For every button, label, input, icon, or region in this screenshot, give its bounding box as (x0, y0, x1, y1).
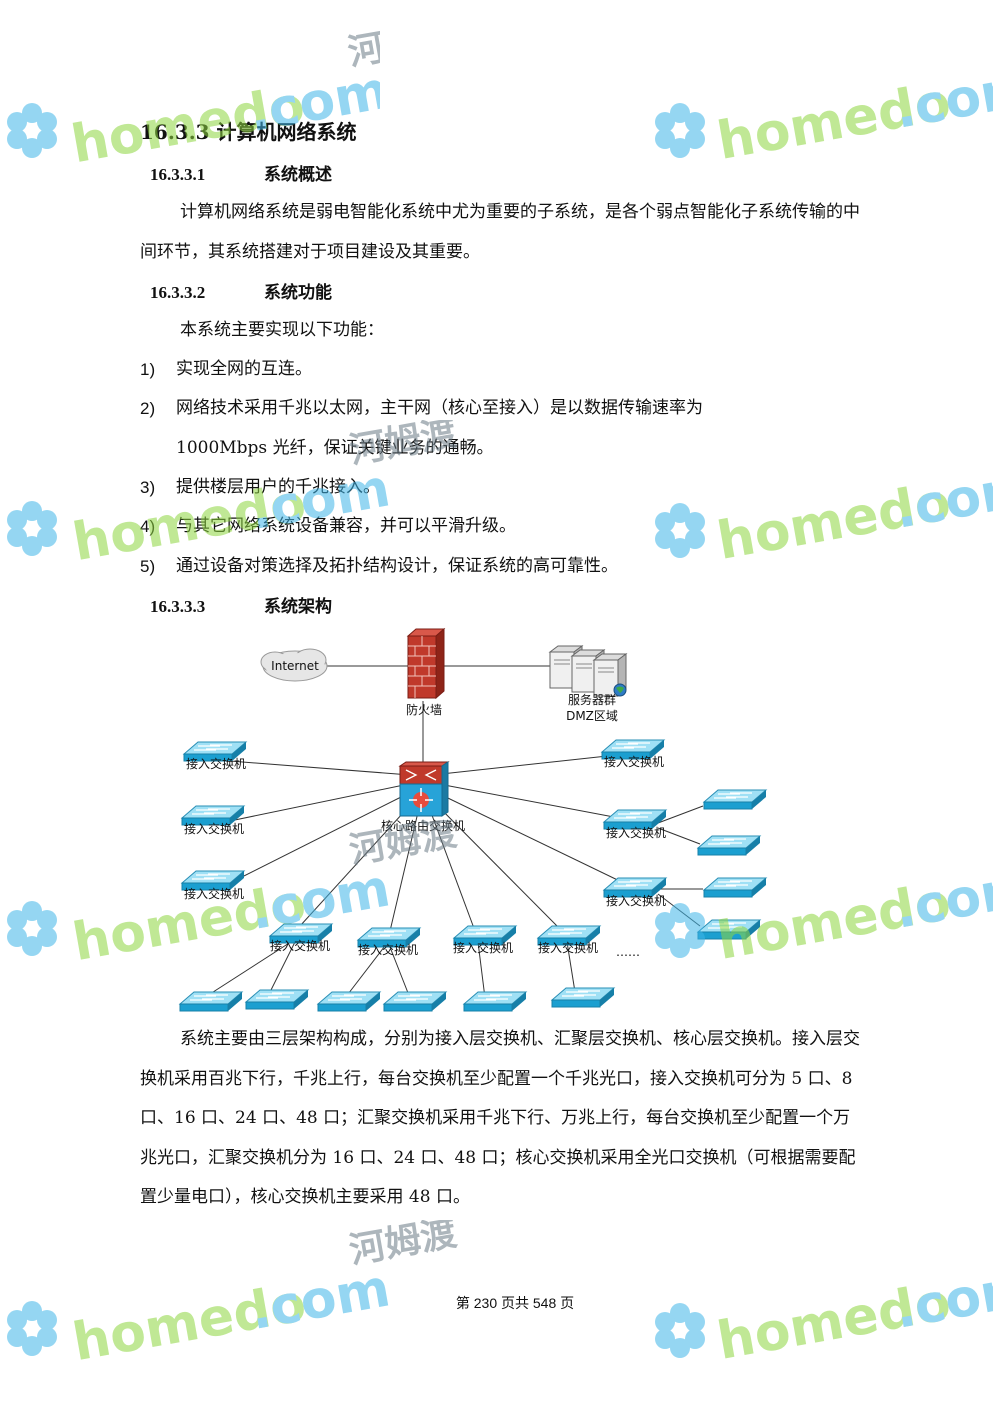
watermark-domain: .com (890, 857, 993, 940)
firewall-icon (406, 627, 446, 700)
access-switch-label: 接入交换机 (606, 893, 666, 908)
watermark-domain: .com (890, 457, 993, 540)
watermark-cn: 河姆渡 (345, 30, 380, 74)
leaf-switch-icon (697, 919, 761, 940)
subsection-title: 系统功能 (264, 283, 332, 303)
leaf-switch-icon (703, 789, 767, 810)
core-switch-icon (398, 761, 450, 817)
list-text: 与其它网络系统设备兼容，并可以平滑升级。 (176, 516, 516, 536)
watermark-logo: homedo .com 河姆渡 (7, 30, 380, 175)
network-topology-diagram: Internet 防火墙 (179, 627, 767, 1012)
list-text: 网络技术采用千兆以太网，主干网（核心至接入）是以数据传输速率为 (176, 398, 703, 418)
subsection-heading-functions: 16.3.3.2 系统功能 (150, 278, 332, 303)
list-text-continuation: 1000Mbps 光纤，保证关键业务的通畅。 (176, 437, 494, 458)
server-group-label: 服务器群 (568, 692, 616, 707)
leaf-switch-icon (245, 989, 309, 1010)
leaf-switch-icon (179, 991, 243, 1012)
subsection-heading-architecture: 16.3.3.3 系统架构 (150, 592, 332, 617)
flower-icon (7, 103, 57, 158)
watermark-cn: 河姆渡 (346, 1220, 459, 1272)
leaf-switch-icon (463, 991, 527, 1012)
leaf-switch-icon (703, 877, 767, 898)
firewall-label: 防火墙 (406, 702, 442, 717)
access-switch-label: 接入交换机 (358, 942, 418, 957)
flower-icon (655, 103, 705, 158)
overview-paragraph: 计算机网络系统是弱电智能化系统中尤为重要的子系统，是各个弱点智能化子系统传输的中… (140, 202, 860, 262)
watermark-logo: homedo .com (655, 57, 993, 172)
list-text: 通过设备对策选择及拓扑结构设计，保证系统的高可靠性。 (176, 556, 618, 576)
internet-cloud-icon (260, 648, 328, 682)
flower-icon (7, 501, 57, 556)
functions-intro: 本系统主要实现以下功能： (180, 320, 384, 340)
subsection-heading-overview: 16.3.3.1 系统概述 (150, 160, 332, 185)
access-switch-label: 接入交换机 (453, 940, 513, 955)
page-footer: 第 230 页共 548 页 (455, 1295, 575, 1311)
watermark-brand: homedo (713, 1272, 955, 1372)
access-switch-label: 接入交换机 (184, 886, 244, 901)
subsection-title: 系统架构 (264, 597, 332, 617)
list-marker: 3) (140, 478, 156, 497)
leaf-switch-icon (383, 991, 447, 1012)
flower-icon (7, 901, 57, 956)
subsection-number: 16.3.3.3 (150, 597, 206, 616)
subsection-number: 16.3.3.2 (150, 283, 206, 302)
watermark-brand: homedo (713, 72, 955, 172)
section-title: 16.3.3 计算机网络系统 (140, 120, 357, 144)
access-switch-label: 接入交换机 (186, 756, 246, 771)
access-switch-label: 接入交换机 (538, 940, 598, 955)
watermark-domain: .com (890, 57, 993, 140)
access-switch-label: 接入交换机 (184, 821, 244, 836)
leaf-switch-icon (551, 987, 615, 1008)
dmz-label: DMZ区域 (566, 709, 618, 723)
watermark-brand: homedo (68, 1273, 310, 1373)
access-switch-label: 接入交换机 (604, 754, 664, 769)
more-ellipsis: …… (616, 945, 640, 959)
subsection-number: 16.3.3.1 (150, 165, 206, 184)
server-group-icon (548, 645, 628, 697)
architecture-paragraph: 系统主要由三层架构构成，分别为接入层交换机、汇聚层交换机、核心层交换机。接入层交… (140, 1029, 860, 1207)
list-marker: 1) (140, 360, 156, 379)
leaf-switch-icon (317, 991, 381, 1012)
list-text: 提供楼层用户的千兆接入。 (176, 477, 380, 497)
list-marker: 4) (140, 517, 156, 536)
internet-label: Internet (271, 659, 319, 673)
core-switch-label: 核心路由交换机 (381, 818, 465, 833)
leaf-switch-icon (697, 835, 761, 856)
access-switch-label: 接入交换机 (606, 825, 666, 840)
access-switch-label: 接入交换机 (270, 938, 330, 953)
list-marker: 2) (140, 399, 156, 418)
connection-lines (209, 665, 704, 999)
list-text: 实现全网的互连。 (176, 359, 312, 379)
subsection-title: 系统概述 (264, 165, 332, 185)
list-marker: 5) (140, 557, 156, 576)
